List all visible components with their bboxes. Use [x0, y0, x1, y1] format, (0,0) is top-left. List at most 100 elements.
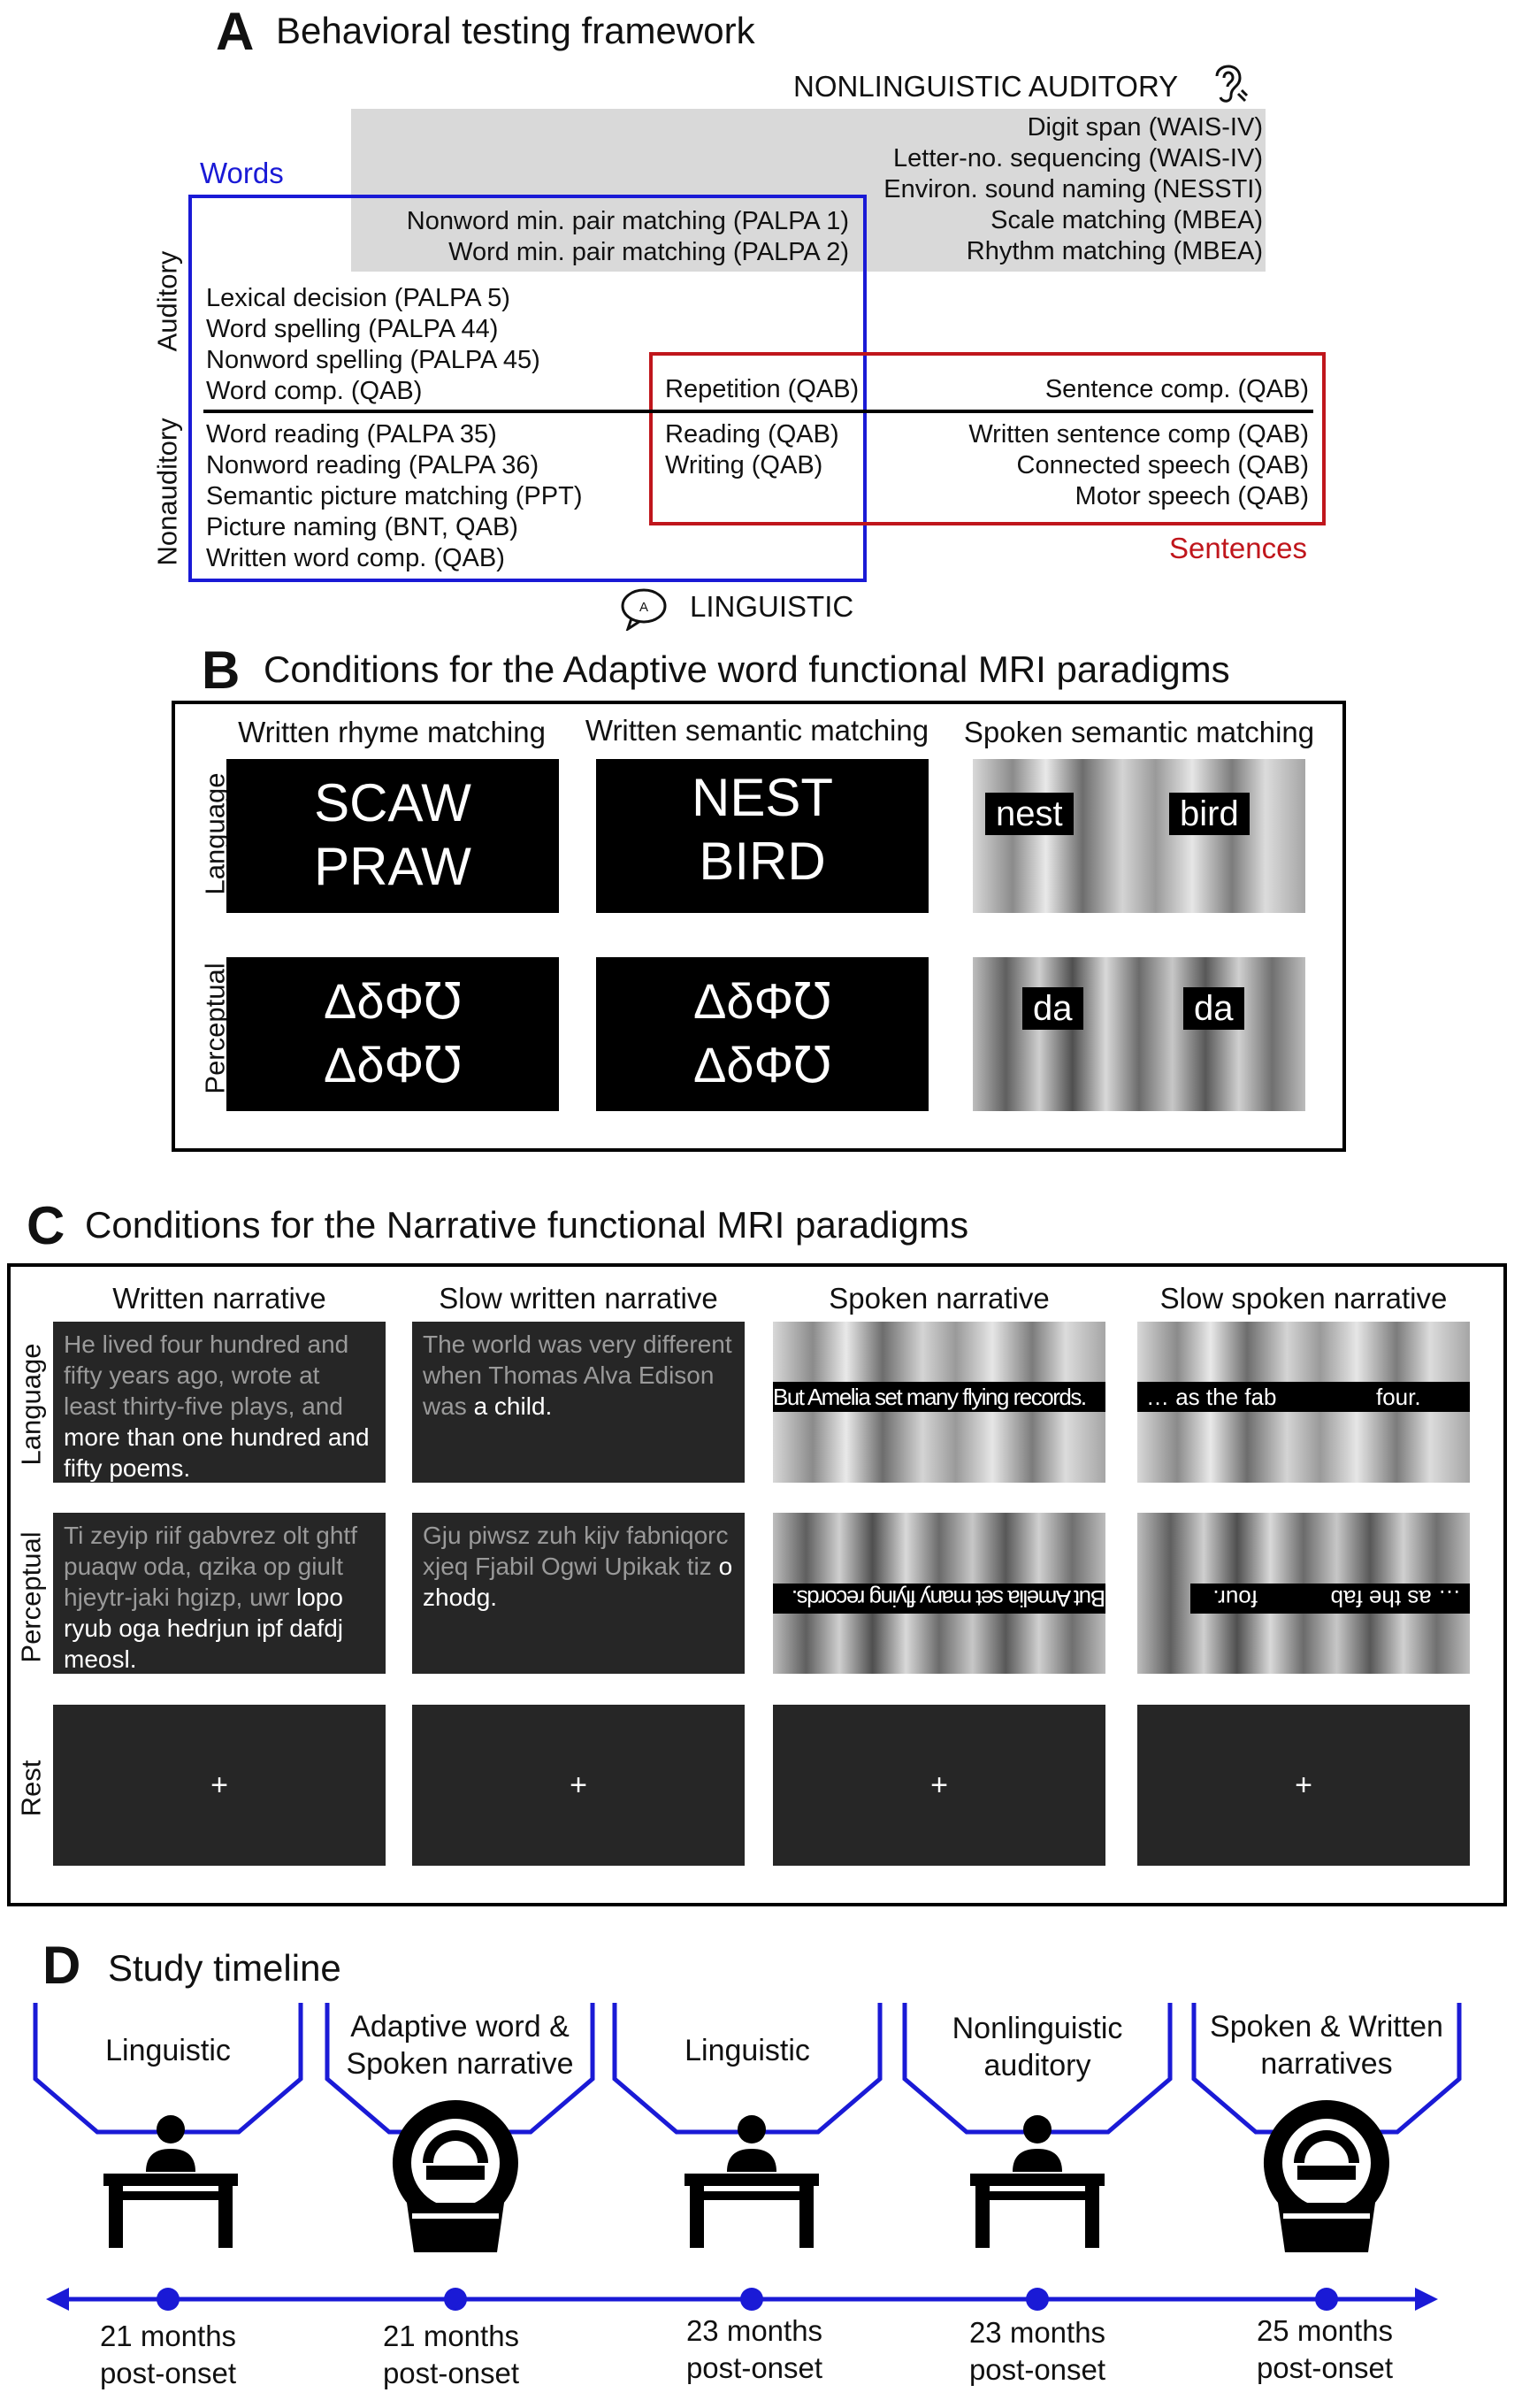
written-perceptual-current: lopo ryub oga hedrjun ipf dafdj meosl. — [64, 1584, 343, 1673]
spoken-language-caption: But Amelia set many flying records. — [773, 1382, 1105, 1412]
test-nonword-minpair: Nonword min. pair matching (PALPA 1) — [406, 207, 849, 235]
test-environ-sound: Environ. sound naming (NESSTI) — [883, 175, 1263, 203]
test-semantic-picture: Semantic picture matching (PPT) — [206, 482, 583, 510]
test-writing: Writing (QAB) — [665, 451, 823, 479]
session-3-date: 23 months post-onset — [648, 2312, 860, 2387]
test-word-spelling: Word spelling (PALPA 44) — [206, 315, 499, 343]
minpair-tests: Nonword min. pair matching (PALPA 1) Wor… — [363, 206, 849, 268]
fixation-cross-2: + — [570, 1768, 587, 1802]
session-4-post-onset: post-onset — [968, 2353, 1106, 2386]
semantic-language-card: NEST BIRD — [596, 759, 929, 913]
session-2-label: Adaptive word & Spoken narrative — [346, 2010, 574, 2081]
rest-spoken: + — [773, 1705, 1105, 1866]
timeline-point-1 — [157, 2288, 180, 2311]
timeline-point-4 — [1026, 2288, 1049, 2311]
axis-nonauditory: Nonauditory — [151, 418, 183, 566]
row-c-rest: Rest — [15, 1760, 47, 1817]
test-lexical-decision: Lexical decision (PALPA 5) — [206, 284, 510, 312]
slow-written-language-read: The world was very different when Thomas… — [423, 1331, 732, 1420]
col-written-semantic: Written semantic matching — [585, 714, 929, 747]
rest-slow-written: + — [412, 1705, 745, 1866]
words-box — [188, 195, 867, 582]
fixation-cross-3: + — [930, 1768, 948, 1802]
panel-b-title: Conditions for the Adaptive word functio… — [264, 648, 1230, 690]
session-1-date: 21 months post-onset — [62, 2318, 274, 2392]
spoken-syllable-1: da — [1022, 987, 1083, 1030]
test-nonword-spelling: Nonword spelling (PALPA 45) — [206, 346, 540, 374]
row-c-language: Language — [15, 1343, 47, 1466]
spoken-narrative-language: But Amelia set many flying records. — [773, 1322, 1105, 1483]
panel-c-frame — [7, 1263, 1507, 1906]
slow-spoken-narrative-language: … as the fab four. — [1137, 1322, 1470, 1483]
timeline-point-3 — [740, 2288, 763, 2311]
rhyme-word-2: PRAW — [314, 837, 471, 896]
words-label: Words — [200, 157, 284, 189]
session-3-post-onset: post-onset — [685, 2351, 823, 2384]
test-repetition: Repetition (QAB) — [665, 375, 860, 403]
session-5-months: 25 months — [1256, 2314, 1394, 2347]
session-2-months: 21 months — [382, 2320, 520, 2352]
linguistic-label: LINGUISTIC — [690, 590, 854, 623]
test-word-comp: Word comp. (QAB) — [206, 377, 423, 405]
session-2-date: 21 months post-onset — [345, 2318, 557, 2392]
col-written-narrative: Written narrative — [112, 1282, 326, 1315]
semantic-word-2: BIRD — [699, 832, 826, 891]
sentences-box — [649, 352, 1326, 525]
slow-spoken-perceptual-right: four. — [1212, 1585, 1258, 1612]
panel-b-letter: B — [202, 640, 241, 700]
rhyme-symbols-1: ΔδΦ℧ — [323, 973, 463, 1029]
nonlinguistic-label: NONLINGUISTIC AUDITORY — [793, 70, 1179, 103]
session-5-post-onset: post-onset — [1256, 2351, 1394, 2384]
test-sentence-comp: Sentence comp. (QAB) — [1044, 375, 1309, 403]
slow-written-language-current: a child. — [473, 1392, 553, 1420]
desk-icon — [103, 2115, 238, 2248]
col-slow-spoken-narrative: Slow spoken narrative — [1159, 1282, 1448, 1315]
written-language-read: He lived four hundred and fifty years ag… — [64, 1331, 349, 1420]
speech-bubble-icon: A — [621, 588, 667, 631]
test-word-reading: Word reading (PALPA 35) — [206, 420, 497, 449]
test-reading: Reading (QAB) — [665, 420, 839, 449]
rest-slow-spoken: + — [1137, 1705, 1470, 1866]
test-rhythm-matching: Rhythm matching (MBEA) — [966, 237, 1263, 265]
test-motor-speech: Motor speech (QAB) — [1075, 482, 1309, 510]
session-4-label: Nonlinguistic auditory — [952, 2012, 1123, 2082]
test-scale-matching: Scale matching (MBEA) — [990, 206, 1263, 234]
slow-spoken-perceptual-band: … as the fab four. — [1190, 1584, 1470, 1614]
test-picture-naming: Picture naming (BNT, QAB) — [206, 513, 518, 541]
slow-written-narrative-language: The world was very different when Thomas… — [412, 1322, 745, 1483]
mri-scanner-icon — [392, 2100, 518, 2252]
rhyme-symbols-2: ΔδΦ℧ — [323, 1037, 463, 1093]
slow-written-perceptual-current: o zhodg. — [423, 1553, 733, 1611]
fixation-cross-4: + — [1295, 1768, 1312, 1802]
session-4-date: 23 months post-onset — [931, 2314, 1143, 2389]
spoken-syllable-2: da — [1183, 987, 1244, 1030]
panel-d-title: Study timeline — [108, 1947, 341, 1989]
session-1-months: 21 months — [99, 2320, 237, 2352]
session-2-post-onset: post-onset — [382, 2357, 520, 2389]
slow-written-narrative-perceptual: Gju piwsz zuh kijv fabniqorc xjeq Fjabil… — [412, 1513, 745, 1674]
session-3-months: 23 months — [685, 2314, 823, 2347]
word-nonauditory-tests: Word reading (PALPA 35) Nonword reading … — [206, 419, 582, 574]
col-written-rhyme: Written rhyme matching — [238, 716, 546, 748]
col-slow-written-narrative: Slow written narrative — [439, 1282, 718, 1315]
spoken-narrative-perceptual: But Amelia set many flying records. — [773, 1513, 1105, 1674]
semantic-word-1: NEST — [691, 768, 834, 827]
written-narrative-language: He lived four hundred and fifty years ag… — [53, 1322, 386, 1483]
test-word-minpair: Word min. pair matching (PALPA 2) — [448, 238, 849, 266]
rhyme-word-1: SCAW — [314, 773, 471, 832]
panel-a-title: Behavioral testing framework — [276, 10, 755, 51]
spoken-word-1: nest — [985, 793, 1074, 835]
panel-c-letter: C — [27, 1196, 65, 1255]
rhyme-language-card: SCAW PRAW — [226, 759, 559, 913]
test-connected-speech: Connected speech (QAB) — [1016, 451, 1309, 479]
session-3-label: Linguistic — [685, 2034, 810, 2067]
slow-spoken-narrative-perceptual: … as the fab four. — [1137, 1513, 1470, 1674]
word-auditory-tests: Lexical decision (PALPA 5) Word spelling… — [206, 283, 540, 407]
semantic-perceptual-card: ΔδΦ℧ ΔδΦ℧ — [596, 957, 929, 1111]
session-1-label: Linguistic — [105, 2034, 231, 2067]
session-5-date: 25 months post-onset — [1219, 2312, 1431, 2387]
test-digit-span: Digit span (WAIS-IV) — [1027, 113, 1263, 142]
timeline-arrow-left — [46, 2288, 69, 2311]
semantic-symbols-2: ΔδΦ℧ — [692, 1037, 832, 1093]
test-nonword-reading: Nonword reading (PALPA 36) — [206, 451, 539, 479]
